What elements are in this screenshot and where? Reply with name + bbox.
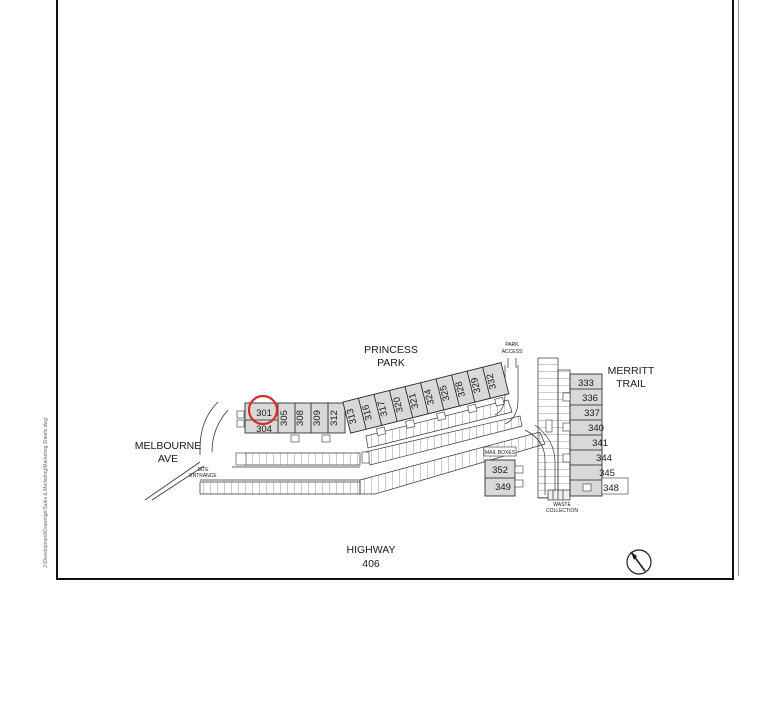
- unit-313-label: 313: [345, 407, 360, 425]
- park-access-path: [507, 358, 517, 368]
- unit-348-label: 348: [603, 483, 619, 494]
- park-access-label-line2: ACCESS: [502, 349, 523, 355]
- unit-329-label: 329: [469, 376, 484, 394]
- site-plan-map: 301 304 305 308 309 312 313 316 317 320 …: [135, 342, 655, 575]
- unit-341-label: 341: [592, 438, 608, 449]
- unit-336-label: 336: [582, 393, 598, 404]
- princess-park-label-line1: PRINCESS: [364, 344, 418, 356]
- highlighted-unit-circle: [247, 394, 279, 426]
- north-arrow-icon: [626, 549, 652, 575]
- unit-328-label: 328: [454, 380, 469, 398]
- unit-332-label: 332: [485, 372, 500, 390]
- unit-320-label: 320: [391, 396, 406, 414]
- building-block-d: [483, 446, 524, 497]
- park-access-label-line1: PARK: [505, 342, 519, 348]
- unit-301-label: 301: [256, 408, 272, 419]
- unit-344-label: 344: [596, 453, 612, 464]
- princess-park-label-line2: PARK: [377, 357, 405, 369]
- unit-345-label: 345: [599, 468, 615, 479]
- highway-label-line2: 406: [362, 558, 380, 570]
- unit-337-label: 337: [584, 408, 600, 419]
- unit-333-label: 333: [578, 378, 594, 389]
- unit-308-label: 308: [295, 410, 306, 426]
- unit-324-label: 324: [422, 388, 437, 406]
- unit-309-label: 309: [312, 410, 323, 426]
- site-entrance-label-line1: SITE: [197, 467, 209, 473]
- amenity-markers: [235, 419, 553, 466]
- merritt-trail-label-line1: MERRITT: [608, 365, 655, 377]
- unit-321-label: 321: [407, 392, 422, 410]
- unit-349-label: 349: [495, 482, 511, 493]
- building-block-a: [236, 402, 346, 443]
- unit-317-label: 317: [376, 400, 391, 418]
- highway-label-line1: HIGHWAY: [347, 544, 396, 556]
- unit-312-label: 312: [329, 410, 340, 426]
- site-entrance-label-line2: ENTRANCE: [189, 473, 217, 479]
- melbourne-ave-label-line1: MELBOURNE: [135, 440, 202, 452]
- unit-305-label: 305: [279, 410, 290, 426]
- waste-collection-label-line2: COLLECTION: [546, 508, 578, 514]
- building-block-c: [562, 373, 629, 497]
- main-parking-row: [199, 452, 361, 495]
- unit-352-label: 352: [492, 465, 508, 476]
- building-block-b: 313 316 317 320 321 324 325 328 329 332: [342, 362, 510, 436]
- mail-boxes-label: MAIL BOXES: [485, 450, 516, 456]
- unit-304-label: 304: [256, 424, 272, 435]
- unit-316-label: 316: [360, 403, 375, 421]
- merritt-trail-label-line2: TRAIL: [616, 378, 646, 390]
- page-edge-rule: [738, 0, 739, 576]
- waste-collection-label-line1: WASTE: [553, 502, 571, 508]
- east-drive-parking: [494, 357, 571, 501]
- unit-340-label: 340: [588, 423, 604, 434]
- unit-325-label: 325: [438, 384, 453, 402]
- melbourne-ave-label-line2: AVE: [158, 453, 178, 465]
- melbourne-ave-road: [144, 401, 229, 501]
